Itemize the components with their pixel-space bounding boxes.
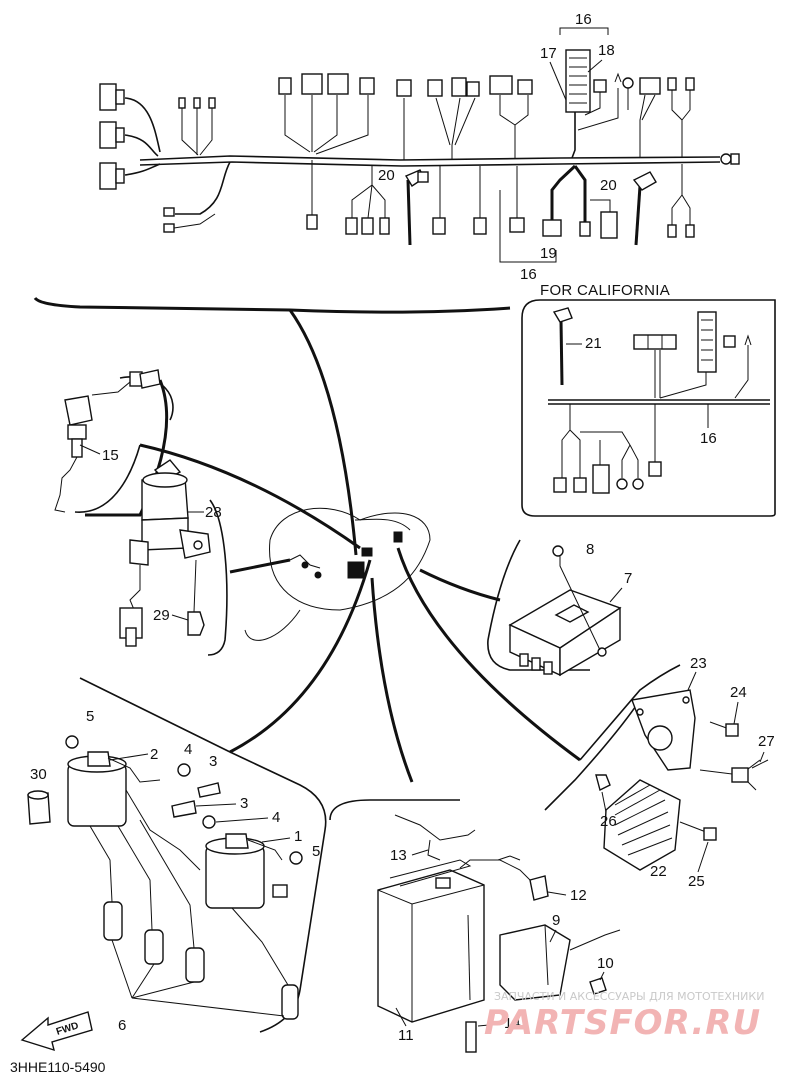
callout-15: 15 (102, 447, 119, 464)
wire-harness (99, 49, 740, 263)
callout-3: 3 (209, 753, 217, 770)
part-code: 3HHE110-5490 (10, 1059, 106, 1075)
part-7-ecu (508, 545, 622, 677)
watermark: ЗАПЧАСТИ И АКСЕССУАРЫ ДЛЯ МОТОТЕХНИКИ PA… (484, 990, 764, 1043)
callout-22: 22 (650, 863, 667, 880)
callout-16: 16 (575, 11, 592, 28)
callout-29: 29 (153, 607, 170, 624)
callout-14: 14 (504, 1015, 521, 1032)
part-11-battery (377, 859, 485, 1023)
callout-7: 7 (624, 570, 632, 587)
callout-1: 1 (294, 828, 302, 845)
callout-24: 24 (730, 684, 747, 701)
callout-5: 5 (86, 708, 94, 725)
callout-5: 5 (312, 843, 320, 860)
callout-9: 9 (552, 912, 560, 929)
callout-8: 8 (586, 541, 594, 558)
callout-13: 13 (390, 847, 407, 864)
california-inset: FOR CALIFORNIA (521, 282, 776, 517)
callout-27: 27 (758, 733, 775, 750)
callouts: 16 17 18 20 20 19 16 21 16 15 28 29 8 7 … (30, 11, 775, 1044)
callout-16: 16 (700, 430, 717, 447)
callout-6: 6 (118, 1017, 126, 1034)
callout-3: 3 (240, 795, 248, 812)
motorcycle-outline (244, 507, 431, 641)
part-22-regulator (595, 759, 769, 871)
part-15-sensor (54, 369, 161, 513)
fwd-arrow-icon: FWD (20, 1011, 93, 1052)
callout-2: 2 (150, 746, 158, 763)
watermark-line2: PARTSFOR.RU (484, 1003, 761, 1043)
callout-21: 21 (585, 335, 602, 352)
callout-4: 4 (184, 741, 192, 758)
part-23-bracket (631, 689, 739, 771)
callout-17: 17 (540, 45, 557, 62)
callout-23: 23 (690, 655, 707, 672)
callout-20: 20 (378, 167, 395, 184)
callout-11: 11 (398, 1027, 414, 1044)
part-1-2-ignition-coils (27, 735, 303, 1020)
callout-19: 19 (540, 245, 557, 262)
callout-12: 12 (570, 887, 587, 904)
callout-25: 25 (688, 873, 705, 890)
callout-20: 20 (600, 177, 617, 194)
callout-26: 26 (600, 813, 617, 830)
callout-30: 30 (30, 766, 47, 783)
callout-28: 28 (205, 504, 222, 521)
part-12-13-battery-cables (394, 814, 549, 901)
california-label: FOR CALIFORNIA (540, 282, 670, 299)
callout-18: 18 (598, 42, 615, 59)
callout-16: 16 (520, 266, 537, 283)
part-9-10-relay (465, 924, 621, 1053)
leader-lines (33, 296, 681, 1033)
callout-10: 10 (597, 955, 614, 972)
part-28-ignition-switch (119, 459, 211, 647)
callout-4: 4 (272, 809, 280, 826)
watermark-line1: ЗАПЧАСТИ И АКСЕССУАРЫ ДЛЯ МОТОТЕХНИКИ (494, 990, 764, 1003)
